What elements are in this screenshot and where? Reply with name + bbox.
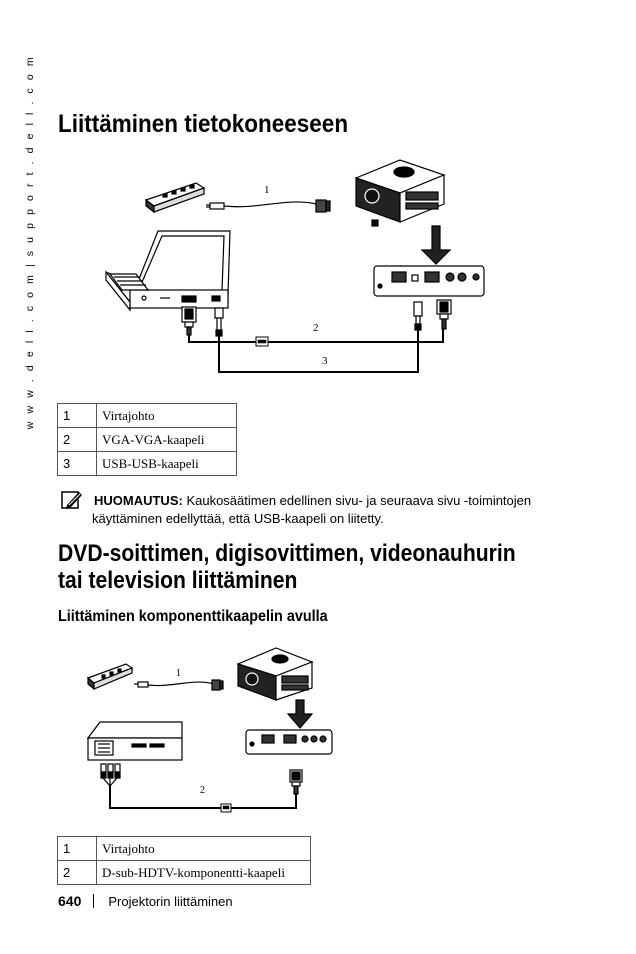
- callout-2: 2: [313, 322, 319, 334]
- power-cord-icon: [206, 199, 331, 213]
- usb-cable-icon: [218, 330, 419, 373]
- note-line1: Kaukosäätimen edellinen sivu- ja seuraav…: [182, 493, 532, 508]
- callout-1: 1: [176, 668, 181, 679]
- vga-plug-laptop-icon: [181, 306, 197, 336]
- section-title-computer: Liittäminen tietokoneeseen: [58, 110, 349, 138]
- computer-connection-diagram: 1 2 3: [105, 159, 485, 373]
- power-strip-icon: [86, 663, 134, 691]
- note-text: HUOMAUTUS: Kaukosäätimen edellinen sivu-…: [92, 492, 614, 528]
- projector-icon: [354, 159, 446, 227]
- section-title-dvd: DVD-soittimen, digisovittimen, videonauh…: [58, 540, 516, 594]
- rca-plugs-icon: [100, 763, 121, 787]
- page-number: 640: [58, 893, 82, 909]
- dvd-player-icon: [86, 721, 183, 761]
- page-footer: 640 Projektorin liittäminen: [58, 893, 233, 909]
- footer-divider: [93, 894, 95, 908]
- arrow-down-icon: [286, 699, 314, 729]
- arrow-down-icon: [420, 225, 452, 265]
- vga-plug-projector-icon: [436, 299, 452, 330]
- callout-1: 1: [264, 184, 270, 196]
- power-strip-icon: [144, 182, 206, 214]
- power-cord-icon: [134, 679, 224, 691]
- subsection-title-component: Liittäminen komponenttikaapelin avulla: [58, 608, 328, 625]
- component-cable-icon: [109, 786, 297, 813]
- vga-plug-projector-icon: [289, 769, 303, 795]
- vga-cable-icon: [188, 329, 444, 347]
- note-line2: käyttäminen edellyttää, että USB-kaapeli…: [92, 511, 384, 526]
- usb-plug-laptop-icon: [214, 307, 224, 337]
- note-pencil-icon: [61, 491, 82, 509]
- note-label: HUOMAUTUS:: [94, 493, 183, 508]
- usb-plug-projector-icon: [413, 301, 423, 331]
- projector-connector-panel: [373, 265, 485, 297]
- projector-connector-panel: [245, 729, 333, 755]
- callout-2: 2: [200, 785, 205, 796]
- callout-3: 3: [322, 355, 328, 367]
- component-connection-diagram: 1 2: [86, 647, 333, 813]
- projector-icon: [236, 647, 314, 701]
- chapter-title: Projektorin liittäminen: [108, 893, 233, 909]
- laptop-icon: [105, 230, 231, 312]
